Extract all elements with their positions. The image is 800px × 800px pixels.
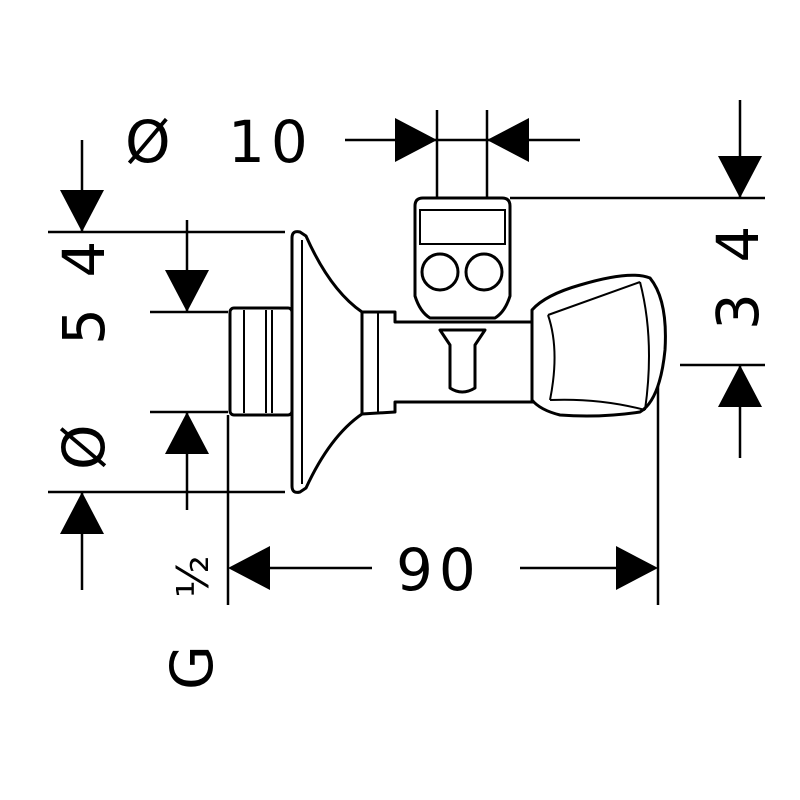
arrow-down-icon: [60, 190, 104, 232]
diameter-symbol: Ø: [125, 108, 177, 176]
arrow-left-icon: [228, 546, 270, 590]
arrow-up-icon: [165, 412, 209, 454]
arrow-left-icon: [487, 118, 529, 162]
arrow-right-icon: [616, 546, 658, 590]
arrow-up-icon: [718, 365, 762, 407]
thread-size-label: ½: [168, 549, 219, 598]
thread-prefix-label: G: [158, 639, 226, 690]
valve-handle: [530, 273, 667, 418]
dimension-length-90: 90: [226, 365, 660, 605]
dimension-label-54: 5 4: [50, 235, 118, 345]
dimension-label-90: 90: [396, 536, 482, 604]
arrow-down-icon: [165, 270, 209, 312]
dimension-label-34: 3 4: [704, 220, 772, 330]
arrow-down-icon: [718, 156, 762, 198]
valve-body: [228, 196, 667, 494]
diameter-symbol: Ø: [50, 418, 118, 470]
dimension-diameter-54: 5 4 Ø: [48, 140, 285, 590]
dimension-height-34: 3 4: [510, 100, 772, 458]
dimension-thread: ½ G: [150, 220, 228, 690]
dimension-label-10: 10: [228, 108, 314, 176]
dimension-diameter-10: Ø 10: [125, 108, 580, 198]
arrow-right-icon: [395, 118, 437, 162]
arrow-up-icon: [60, 492, 104, 534]
